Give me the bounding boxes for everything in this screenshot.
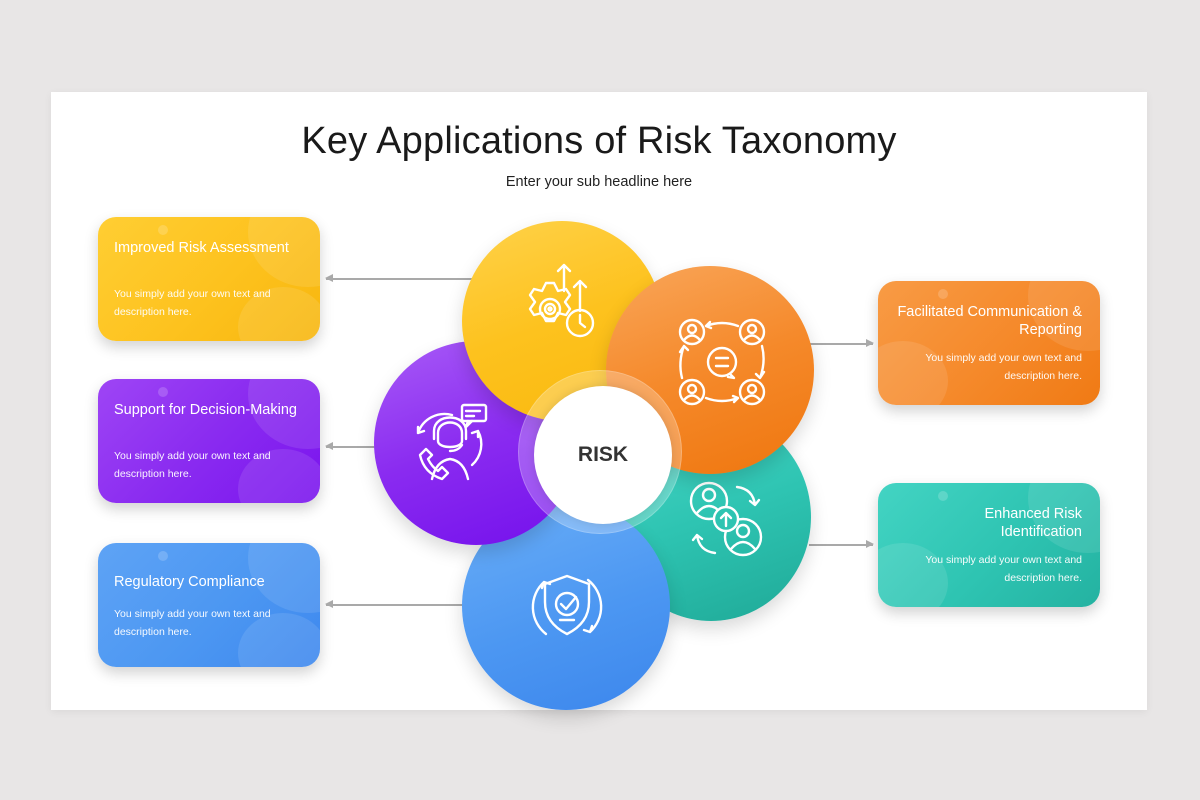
card-description: You simply add your own text and descrip… bbox=[114, 450, 271, 480]
page-subtitle: Enter your sub headline here bbox=[505, 174, 693, 190]
card-description: You simply add your own text and descrip… bbox=[114, 608, 271, 638]
risk-hub: RISK bbox=[534, 386, 672, 524]
card-title: Enhanced Risk Identification bbox=[984, 506, 1082, 540]
connector-arrow-yellow bbox=[325, 275, 476, 281]
card-title: Facilitated Communication & Reporting bbox=[897, 304, 1082, 338]
connector-arrow-orange bbox=[809, 340, 874, 346]
hub-label: RISK bbox=[577, 443, 629, 466]
decorative-dot bbox=[938, 289, 948, 299]
connector-arrow-teal bbox=[809, 541, 874, 547]
slide: Key Applications of Risk Taxonomy Enter … bbox=[51, 92, 1147, 710]
support-agent-icon bbox=[416, 403, 488, 481]
decorative-dot bbox=[938, 491, 948, 501]
card-title: Improved Risk Assessment bbox=[114, 240, 289, 256]
card-regulatory-compliance: Regulatory Compliance You simply add you… bbox=[98, 543, 320, 667]
card-description: You simply add your own text and descrip… bbox=[925, 554, 1082, 584]
card-description: You simply add your own text and descrip… bbox=[114, 288, 271, 318]
card-support-decision-making: Support for Decision-Making You simply a… bbox=[98, 379, 320, 503]
shield-check-icon bbox=[531, 574, 603, 636]
gear-growth-clock-icon bbox=[528, 263, 595, 338]
connector-arrow-blue bbox=[325, 601, 486, 607]
card-enhanced-risk-identification: Enhanced Risk Identification You simply … bbox=[878, 483, 1100, 607]
card-improved-risk-assessment: Improved Risk Assessment You simply add … bbox=[98, 217, 320, 341]
card-title: Support for Decision-Making bbox=[114, 402, 297, 418]
connector-arrow-purple bbox=[325, 443, 386, 449]
team-communication-icon bbox=[678, 318, 766, 406]
decorative-dot bbox=[158, 225, 168, 235]
decorative-dot bbox=[158, 387, 168, 397]
page-title: Key Applications of Risk Taxonomy bbox=[301, 120, 897, 162]
card-description: You simply add your own text and descrip… bbox=[925, 352, 1082, 382]
card-facilitated-communication: Facilitated Communication & Reporting Yo… bbox=[878, 281, 1100, 405]
decorative-dot bbox=[158, 551, 168, 561]
card-title: Regulatory Compliance bbox=[114, 574, 265, 590]
people-exchange-icon bbox=[689, 481, 763, 557]
